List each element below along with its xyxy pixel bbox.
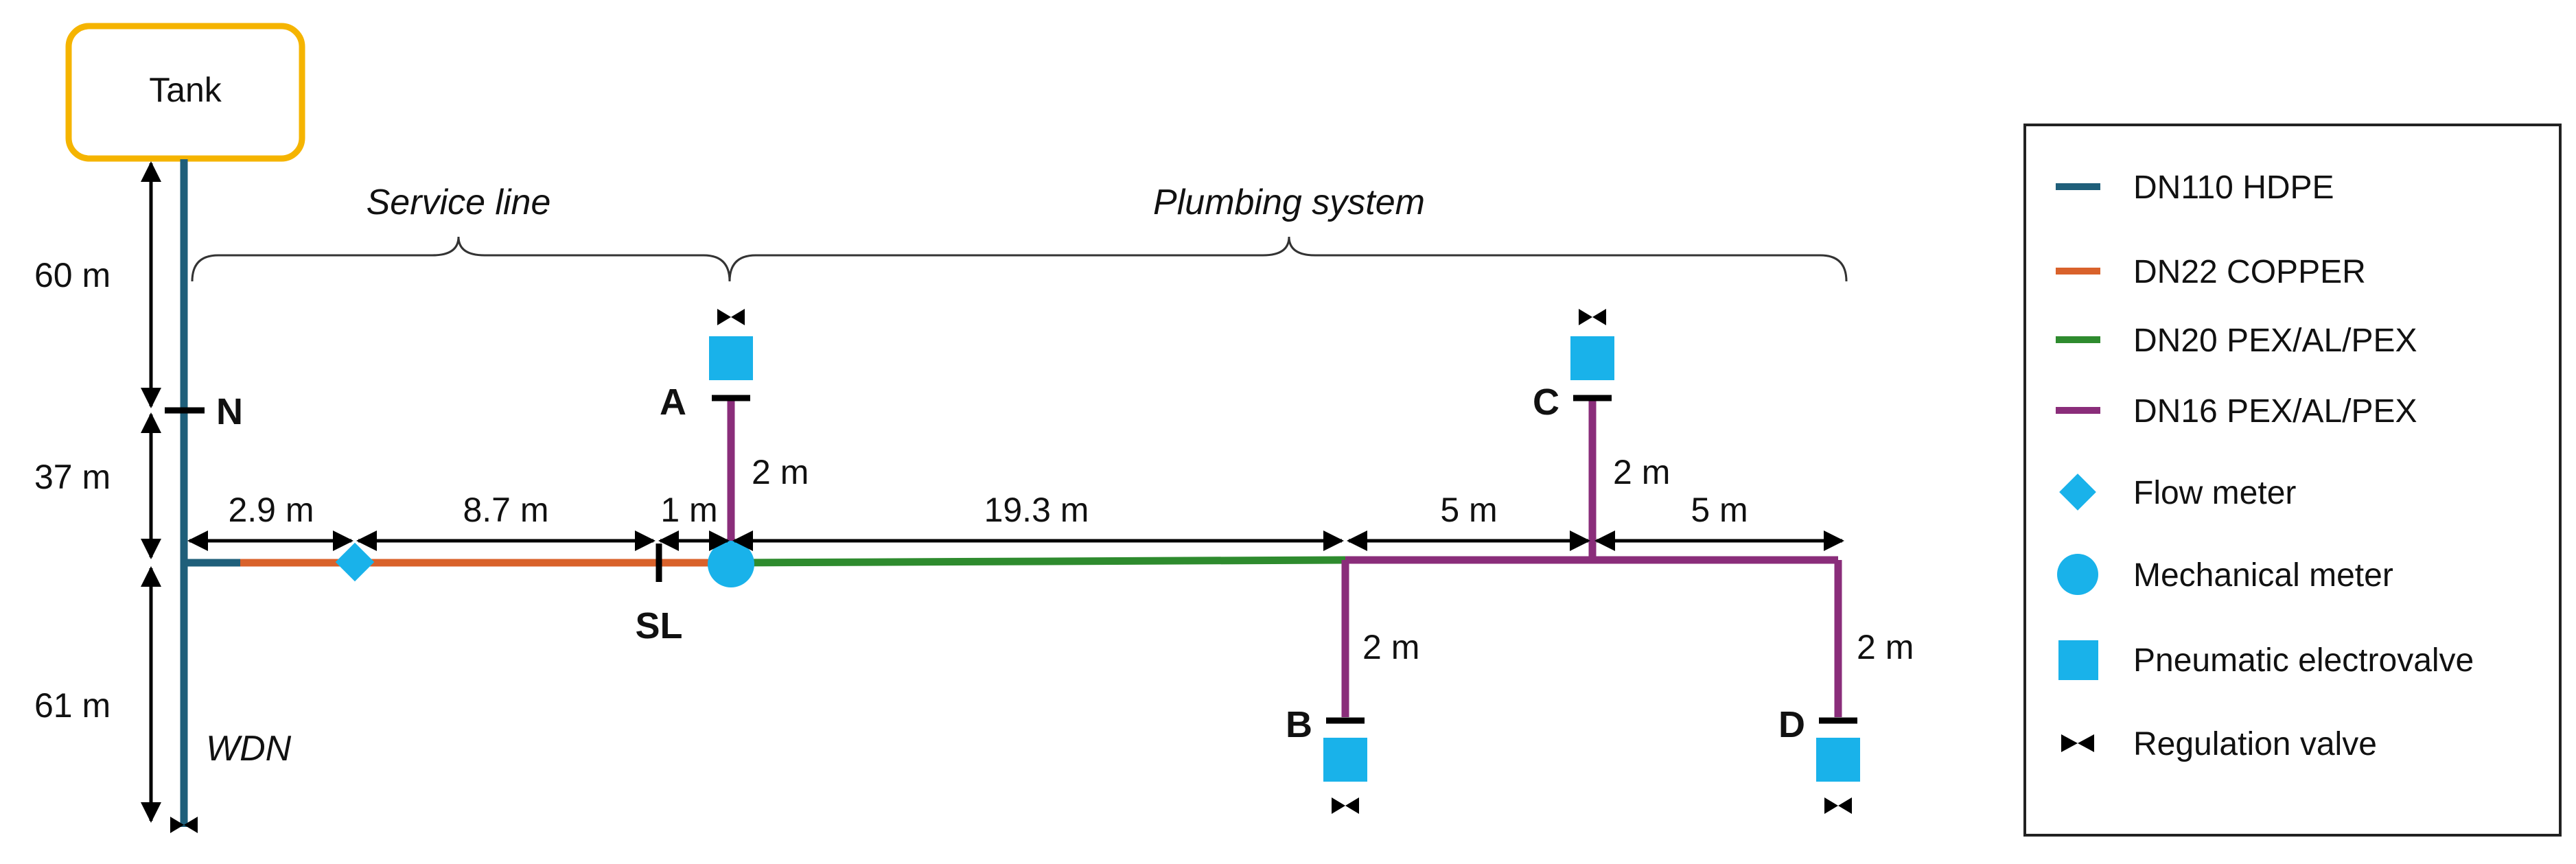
branch-dim-b: 2 m bbox=[1362, 628, 1419, 666]
dim-label-2-9m: 2.9 m bbox=[228, 491, 314, 529]
point-c-label: C bbox=[1533, 382, 1559, 423]
regulation-valve-c-icon bbox=[1579, 309, 1606, 325]
dim-label-5m-right: 5 m bbox=[1691, 491, 1748, 529]
section-service-line: Service line bbox=[367, 183, 551, 222]
tank-label: Tank bbox=[149, 71, 222, 109]
dim-label-37m: 37 m bbox=[34, 458, 111, 496]
point-sl-label: SL bbox=[635, 605, 682, 646]
legend-item-pex20: DN20 PEX/AL/PEX bbox=[2133, 323, 2417, 359]
dim-label-1m: 1 m bbox=[660, 491, 717, 529]
mechanical-meter-icon bbox=[708, 541, 754, 587]
outlet-b: B bbox=[1286, 704, 1367, 814]
flow-meter-icon bbox=[335, 542, 375, 582]
regulation-valve-d-icon bbox=[1824, 797, 1852, 814]
dim-label-5m-left: 5 m bbox=[1440, 491, 1497, 529]
dim-label-60m: 60 m bbox=[34, 256, 111, 294]
pipe-pex16-network bbox=[727, 398, 1842, 717]
electrovalve-d-icon bbox=[1816, 738, 1860, 782]
legend-item-regulation-valve: Regulation valve bbox=[2133, 726, 2377, 762]
outlet-d: D bbox=[1778, 704, 1860, 814]
brace-plumbing-system bbox=[728, 236, 1848, 282]
brace-service-line bbox=[191, 236, 731, 282]
square-icon bbox=[2058, 640, 2098, 680]
legend-item-flow-meter: Flow meter bbox=[2133, 475, 2296, 511]
bowtie-icon bbox=[2061, 734, 2094, 752]
point-b-label: B bbox=[1286, 704, 1312, 745]
outlet-a: A bbox=[660, 309, 753, 423]
electrovalve-a-icon bbox=[709, 336, 753, 380]
dim-label-61m: 61 m bbox=[34, 686, 111, 725]
branch-dim-a: 2 m bbox=[752, 453, 809, 491]
outlet-c: C bbox=[1533, 309, 1614, 423]
electrovalve-c-icon bbox=[1570, 336, 1614, 380]
legend-item-mechanical-meter: Mechanical meter bbox=[2133, 557, 2393, 594]
regulation-valve-b-icon bbox=[1332, 797, 1359, 814]
legend-item-pex16: DN16 PEX/AL/PEX bbox=[2133, 393, 2417, 430]
legend-box bbox=[2023, 124, 2562, 837]
point-d-label: D bbox=[1778, 704, 1805, 745]
section-plumbing-system: Plumbing system bbox=[1153, 183, 1425, 222]
legend: DN110 HDPE DN22 COPPER DN20 PEX/AL/PEX D… bbox=[2023, 124, 2562, 837]
regulation-valve-a-icon bbox=[717, 309, 745, 325]
circle-icon bbox=[2057, 554, 2098, 595]
regulation-valve-wdn-icon bbox=[170, 817, 198, 833]
legend-item-electrovalve: Pneumatic electrovalve bbox=[2133, 642, 2474, 679]
legend-item-copper: DN22 COPPER bbox=[2133, 254, 2366, 290]
point-n-label: N bbox=[216, 391, 243, 432]
legend-item-hdpe: DN110 HDPE bbox=[2133, 170, 2334, 206]
dim-label-8-7m: 8.7 m bbox=[463, 491, 548, 529]
tank-box bbox=[65, 23, 305, 162]
pipe-pex20 bbox=[730, 556, 1346, 567]
branch-dim-c: 2 m bbox=[1613, 453, 1670, 491]
wdn-label: WDN bbox=[206, 729, 292, 769]
branch-dim-d: 2 m bbox=[1857, 628, 1914, 666]
point-a-label: A bbox=[660, 382, 686, 423]
dim-label-19-3m: 19.3 m bbox=[984, 491, 1089, 529]
electrovalve-b-icon bbox=[1323, 738, 1367, 782]
